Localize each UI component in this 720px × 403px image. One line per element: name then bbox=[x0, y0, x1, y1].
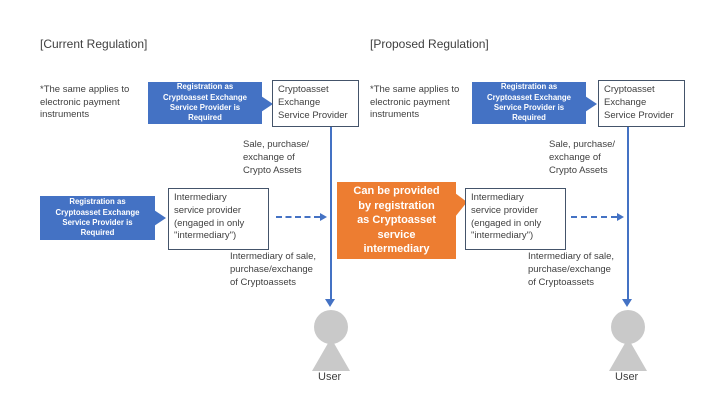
proposed-intermediary-callout: Can be provided by registration as Crypt… bbox=[337, 182, 456, 259]
current-arrow-right-icon bbox=[320, 213, 327, 221]
current-intermediary-of-sale-label: Intermediary of sale, purchase/exchange … bbox=[230, 251, 317, 288]
orange-callout-tail-icon bbox=[455, 193, 467, 217]
proposed-sale-exchange-label: Sale, purchase/ exchange of Crypto Asset… bbox=[549, 139, 616, 176]
proposed-intermediary-provider-box: Intermediary service provider (engaged i… bbox=[465, 188, 566, 250]
callout-tail-icon bbox=[261, 96, 273, 112]
current-arrow-down-icon bbox=[325, 299, 335, 307]
proposed-intermediary-of-sale-label: Intermediary of sale, purchase/exchange … bbox=[528, 251, 615, 288]
proposed-note-electronic-payment: *The same applies to electronic payment … bbox=[370, 84, 460, 121]
proposed-exchange-provider-box: Cryptoasset Exchange Service Provider bbox=[598, 80, 685, 127]
proposed-regulation-title: [Proposed Regulation] bbox=[370, 37, 489, 51]
proposed-dashed-flow-line bbox=[571, 216, 617, 218]
user-body-icon bbox=[609, 338, 647, 371]
proposed-user-label: User bbox=[615, 371, 639, 383]
current-intermediary-provider-box: Intermediary service provider (engaged i… bbox=[168, 188, 269, 250]
current-dashed-flow-line bbox=[276, 216, 320, 218]
current-sale-exchange-label: Sale, purchase/ exchange of Crypto Asset… bbox=[243, 139, 310, 176]
current-intermediary-registration-callout: Registration as Cryptoasset Exchange Ser… bbox=[40, 196, 155, 240]
current-exchange-provider-box: Cryptoasset Exchange Service Provider bbox=[272, 80, 359, 127]
proposed-arrow-down-icon bbox=[622, 299, 632, 307]
user-body-icon bbox=[312, 338, 350, 371]
current-note-electronic-payment: *The same applies to electronic payment … bbox=[40, 84, 130, 121]
proposed-arrow-right-icon bbox=[617, 213, 624, 221]
callout-tail-icon bbox=[585, 96, 597, 112]
callout-tail-icon bbox=[154, 210, 166, 226]
current-registration-required-callout: Registration as Cryptoasset Exchange Ser… bbox=[148, 82, 262, 124]
current-flow-line bbox=[330, 127, 332, 301]
current-regulation-title: [Current Regulation] bbox=[40, 37, 148, 51]
proposed-registration-required-callout: Registration as Cryptoasset Exchange Ser… bbox=[472, 82, 586, 124]
current-user-label: User bbox=[318, 371, 342, 383]
proposed-flow-line bbox=[627, 127, 629, 301]
